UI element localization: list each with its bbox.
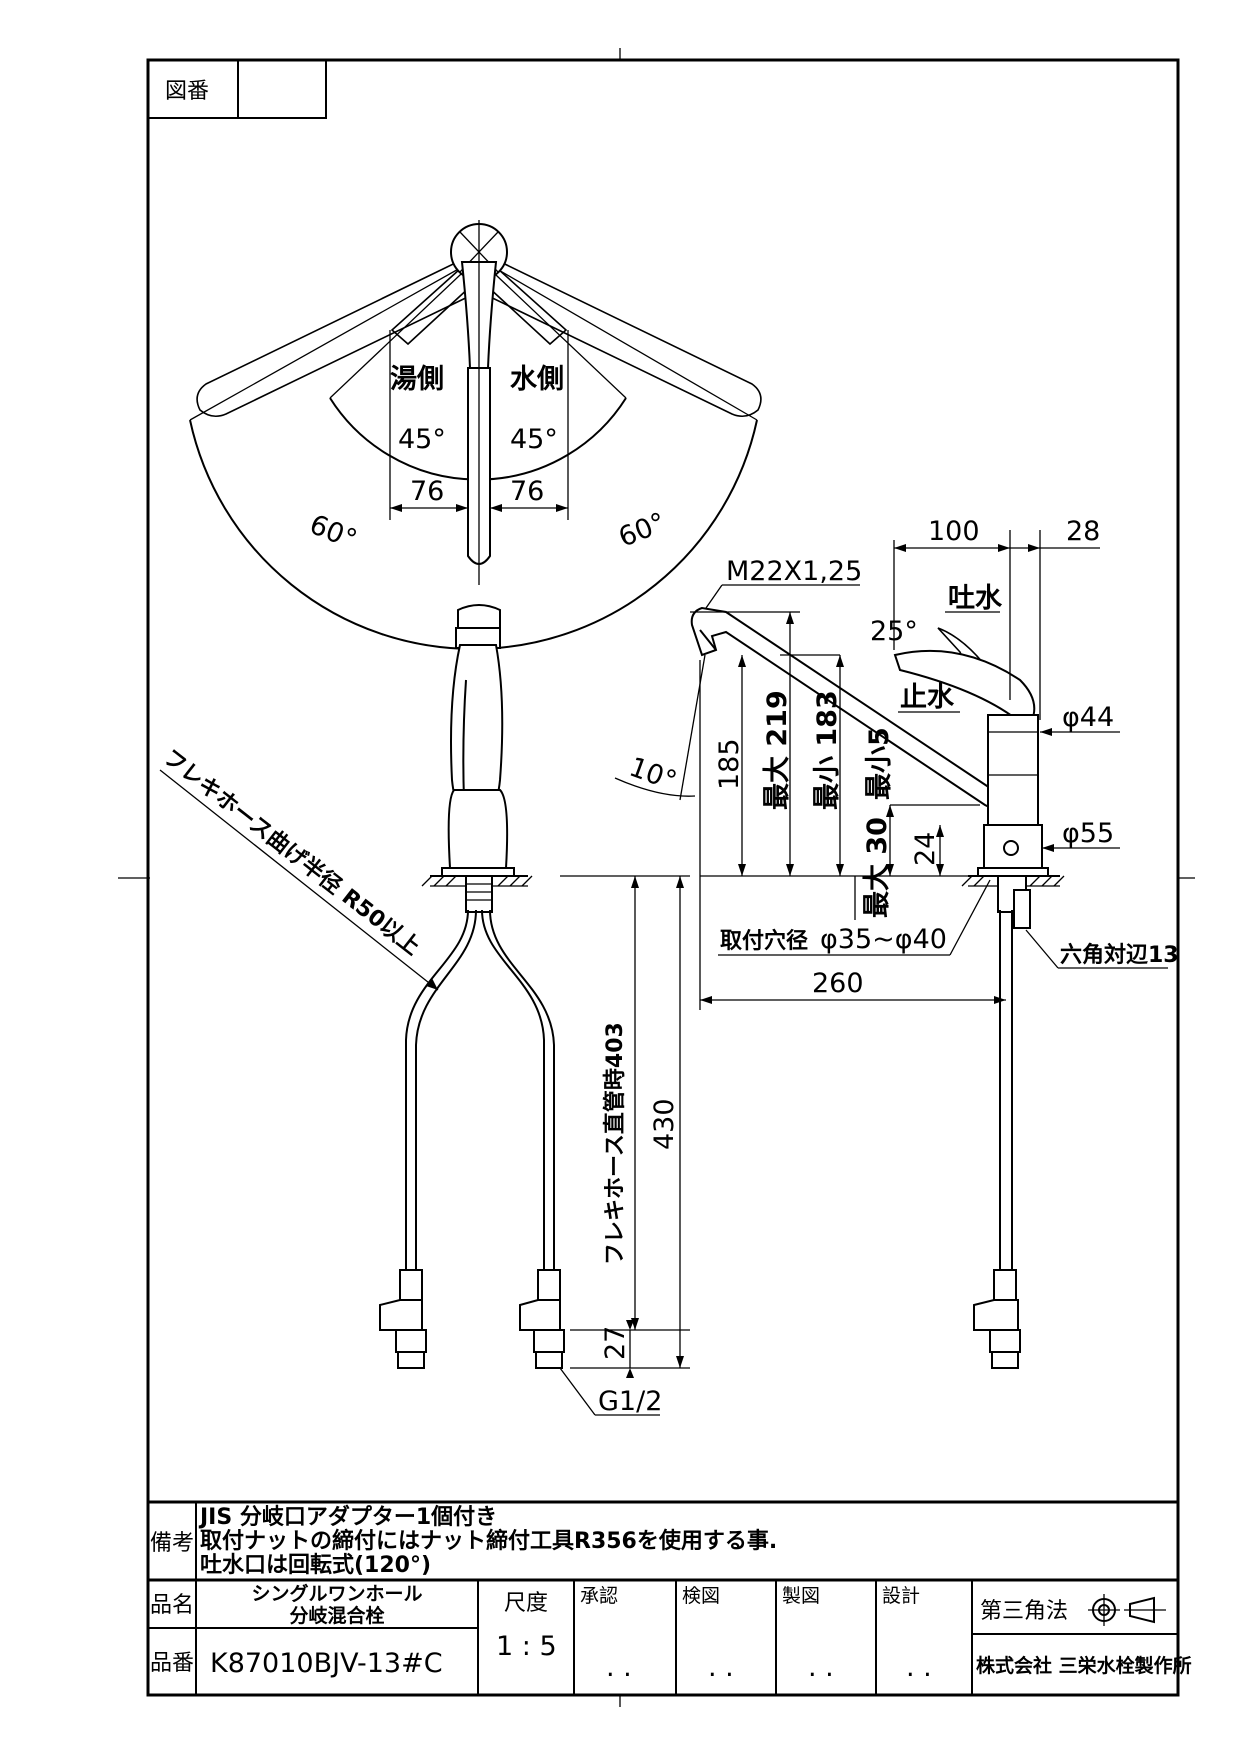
total-length-430: 430 xyxy=(649,1098,680,1150)
hot-side-label: 湯側 xyxy=(390,364,444,395)
approval-label: 承認 xyxy=(580,1585,618,1607)
cold-side-label: 水側 xyxy=(510,364,564,395)
angle-25: 25° xyxy=(870,616,918,647)
drawing-number-label: 図番 xyxy=(165,79,209,104)
dim-min-183: 最小 183 xyxy=(812,690,843,810)
top-view: 湯側 水側 45° 45° 76 76 60° 60° xyxy=(189,220,762,650)
mount-hole-range: φ35~φ40 xyxy=(820,924,947,955)
dia-44: φ44 xyxy=(1062,702,1114,733)
thread-label-g12: G1/2 xyxy=(598,1386,662,1417)
dim-185: 185 xyxy=(714,738,745,790)
centering-marks xyxy=(118,48,1195,1707)
design-label: 設計 xyxy=(882,1585,920,1607)
product-name-line-2: 分岐混合栓 xyxy=(289,1604,384,1627)
fitting-height-27: 27 xyxy=(600,1326,631,1360)
dim-min-15: 最小5 xyxy=(864,727,895,800)
hose-length-note: フレキホース直管時403 xyxy=(602,1022,628,1265)
dim-max-30: 最大 30 xyxy=(862,817,893,918)
design-signature: . . xyxy=(906,1652,932,1683)
product-number: K87010BJV-13#C xyxy=(210,1648,443,1679)
angle-max-left: 60° xyxy=(305,509,361,556)
drawing-number-box: 図番 xyxy=(147,59,327,119)
angle-hot: 45° xyxy=(398,424,446,455)
dim-24: 24 xyxy=(910,832,941,866)
approval-signature: . . xyxy=(606,1652,632,1683)
third-angle-projection-icon xyxy=(1088,1594,1166,1626)
dim-100: 100 xyxy=(928,516,980,547)
inspection-signature: . . xyxy=(708,1652,734,1683)
projection-label: 第三角法 xyxy=(980,1599,1068,1624)
drawing-border xyxy=(146,58,1180,1697)
side-view: 100 28 M22X1,25 吐水 止水 25° φ44 φ55 xyxy=(614,516,1179,1369)
angle-cold: 45° xyxy=(510,424,558,455)
product-name-label: 品名 xyxy=(150,1593,194,1618)
dim-left-76: 76 xyxy=(410,476,444,507)
drafting-label: 製図 xyxy=(782,1585,820,1607)
product-name-line-1: シングルワンホール xyxy=(251,1582,422,1605)
remarks-line-1: JIS 分岐口アダプター1個付き xyxy=(198,1504,497,1530)
remarks-line-2: 取付ナットの締付にはナット締付工具R356を使用する事. xyxy=(200,1528,777,1554)
scale-label: 尺度 xyxy=(504,1591,548,1616)
dim-right-76: 76 xyxy=(510,476,544,507)
scale-value: 1 : 5 xyxy=(496,1631,557,1662)
company-name: 株式会社 三栄水栓製作所 xyxy=(976,1654,1192,1677)
dia-55: φ55 xyxy=(1062,818,1114,849)
thread-spec: M22X1,25 xyxy=(726,556,862,587)
product-number-label: 品番 xyxy=(150,1651,194,1676)
dim-28: 28 xyxy=(1066,516,1100,547)
remarks-label: 備考 xyxy=(150,1531,194,1556)
hose-bend-note: フレキホース曲げ半径 R50以上 xyxy=(158,744,425,960)
stop-label: 止水 xyxy=(900,682,955,713)
angle-10: 10° xyxy=(625,752,681,797)
hex-note: 六角対辺13 xyxy=(1060,942,1179,968)
mount-hole-label: 取付穴径 xyxy=(720,928,808,954)
dim-max-219: 最大 219 xyxy=(762,690,793,810)
remarks-line-3: 吐水口は回転式(120°) xyxy=(200,1552,431,1578)
front-view: フレキホース直管時403 430 27 G1/2 フレキホース曲げ半径 R50以… xyxy=(158,604,690,1417)
drafting-signature: . . xyxy=(808,1652,834,1683)
inspection-label: 検図 xyxy=(682,1585,720,1607)
dim-260: 260 xyxy=(812,968,864,999)
title-block: 備考 JIS 分岐口アダプター1個付き 取付ナットの締付にはナット締付工具R35… xyxy=(148,1500,1192,1695)
angle-max-right: 60° xyxy=(614,507,670,554)
discharge-label: 吐水 xyxy=(948,583,1003,614)
